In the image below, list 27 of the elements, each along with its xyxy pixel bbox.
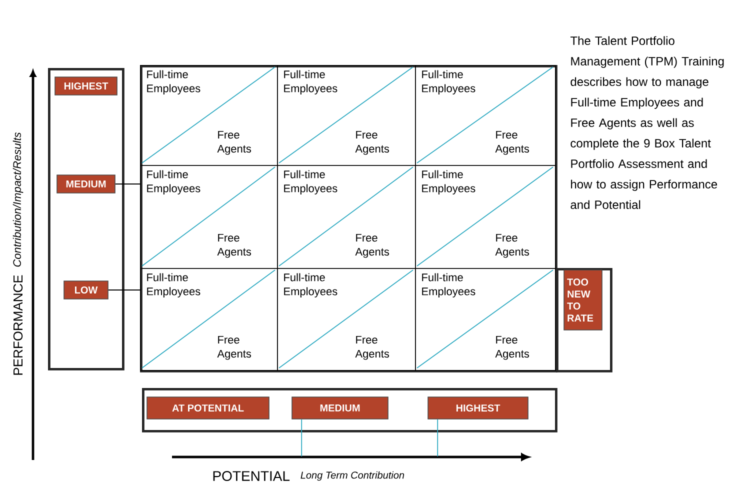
rating-badge: HIGHEST (428, 396, 528, 420)
grid-cell: Full-time Employees Free Agents (415, 65, 556, 166)
axis-label: PERFORMANCE (13, 275, 23, 375)
panel-frame (142, 388, 558, 432)
grid-cell: Full-time Employees Free Agents (140, 165, 278, 269)
panel-frame (140, 65, 558, 372)
connector-line (437, 418, 438, 457)
rating-badge: LOW (64, 280, 108, 300)
axis-label: Contribution/Impact/Results (12, 132, 24, 267)
axis-label: Long Term Contribution (300, 471, 404, 481)
grid-cell: Full-time Employees Free Agents (140, 65, 278, 166)
axis-label: POTENTIAL (213, 471, 290, 481)
grid-cell: Full-time Employees Free Agents (277, 268, 416, 371)
grid-cell: Full-time Employees Free Agents (415, 165, 556, 269)
grid-cell: Full-time Employees Free Agents (415, 268, 556, 371)
rating-badge: TOO NEW TO RATE (564, 270, 602, 330)
grid-cell: Full-time Employees Free Agents (277, 165, 416, 269)
description-text: The Talent Portfolio Management (TPM) Training describes how to manage Full-time Employees and Free Agents as well as complete the 9 Box Talent Portfolio Assessment and how to assign Performance and Potential (570, 36, 724, 209)
rating-badge: AT POTENTIAL (146, 396, 270, 420)
panel-frame (556, 268, 612, 372)
rating-badge: HIGHEST (54, 76, 118, 96)
rating-badge: MEDIUM (56, 174, 116, 194)
grid-cell: Full-time Employees Free Agents (140, 268, 278, 371)
panel-frame (48, 68, 124, 370)
connector-line (301, 418, 302, 457)
rating-badge: MEDIUM (292, 396, 388, 420)
grid-cell: Full-time Employees Free Agents (277, 65, 416, 166)
